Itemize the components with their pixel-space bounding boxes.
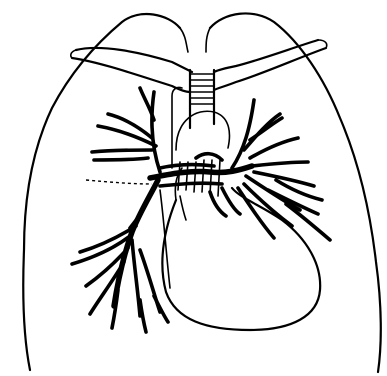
left-apex-inner-line: [206, 28, 210, 52]
right-clavicle-end: [71, 50, 76, 58]
aortic-arch: [176, 111, 229, 150]
right-clavicle: [76, 48, 192, 72]
left-clavicle-end: [318, 40, 327, 48]
right-bronchial-tree: [72, 88, 170, 332]
left-clavicle-lower-edge: [214, 48, 326, 90]
right-lung-outline: [23, 14, 180, 370]
trachea: [190, 70, 214, 128]
hilar-vessel-line: [180, 196, 186, 220]
right-apex-inner-line: [180, 28, 188, 52]
